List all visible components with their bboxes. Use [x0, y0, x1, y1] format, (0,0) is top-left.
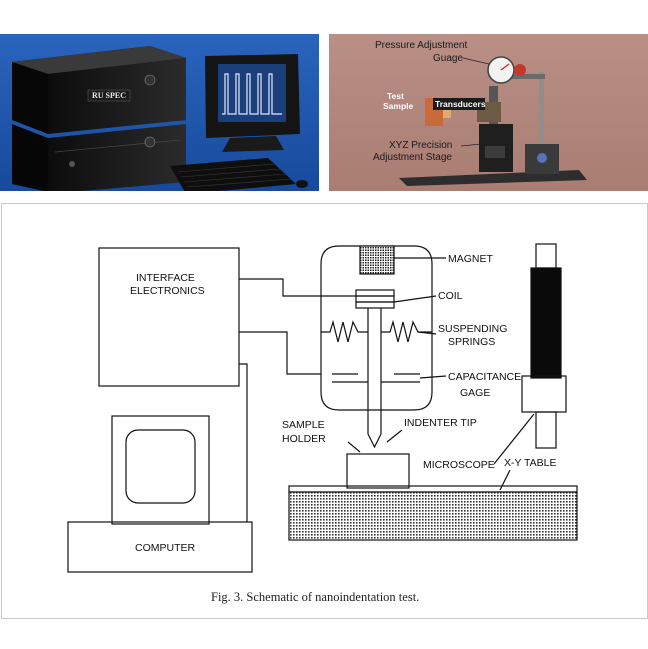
monitor	[205, 54, 300, 152]
indenter-tip-label: INDENTER TIP	[404, 417, 477, 429]
interface-electronics-box	[98, 247, 240, 387]
microscope-label: MICROSCOPE	[423, 459, 495, 471]
microscope-clamp	[521, 375, 567, 413]
test-setup-photo: Pressure Adjustment Guage Test Sample Tr…	[329, 34, 648, 191]
magnet	[359, 245, 395, 275]
xyz-label-2: Adjustment Stage	[373, 152, 452, 163]
pressure-label-1: Pressure Adjustment	[375, 40, 467, 51]
instrument-photo: RU SPEC	[0, 34, 319, 191]
springs-label-2: SPRINGS	[448, 336, 495, 348]
microscope-objective	[535, 411, 557, 449]
instrument-cabinet: RU SPEC	[12, 46, 186, 191]
computer-label: COMPUTER	[135, 542, 196, 554]
x-y-table	[288, 491, 578, 541]
mouse	[296, 180, 308, 188]
test-sample-label-1: Test	[387, 91, 404, 101]
ru-spec-label: RU SPEC	[92, 91, 126, 100]
capacitance-label-1: CAPACITANCE	[448, 371, 521, 383]
springs-label-1: SUSPENDING	[438, 323, 507, 335]
xy-table-label: X-Y TABLE	[504, 457, 557, 469]
sample-holder-label-2: HOLDER	[282, 433, 326, 445]
vertical-stand	[539, 72, 544, 170]
interface-label-2: ELECTRONICS	[130, 285, 205, 297]
computer-monitor	[111, 415, 210, 525]
coil-label: COIL	[438, 290, 463, 302]
microscope-body	[530, 267, 562, 379]
spring-right	[381, 319, 432, 343]
nanoindentation-schematic: INTERFACE ELECTRONICS MAGNET COIL SUSPEN…	[1, 203, 648, 619]
table-top	[288, 485, 578, 493]
computer-base	[67, 521, 253, 573]
magnet-label: MAGNET	[448, 253, 494, 265]
computer-screen	[125, 429, 196, 504]
pressure-label-2: Guage	[433, 53, 463, 64]
figure-caption: Fig. 3. Schematic of nanoindentation tes…	[211, 590, 419, 604]
capacitance-label-2: GAGE	[460, 387, 490, 399]
coil	[355, 301, 395, 309]
interface-label-1: INTERFACE	[136, 272, 195, 284]
microscope-eyepiece	[535, 243, 557, 269]
transducer-housing	[320, 245, 433, 411]
sample-holder-label-1: SAMPLE	[282, 419, 325, 431]
transducers-label: Transducers	[435, 99, 486, 109]
spring-left	[321, 319, 368, 343]
keyboard	[170, 158, 308, 191]
sample-holder	[346, 453, 410, 489]
xyz-label-1: XYZ Precision	[389, 140, 452, 151]
test-sample-label-2: Sample	[383, 101, 414, 111]
